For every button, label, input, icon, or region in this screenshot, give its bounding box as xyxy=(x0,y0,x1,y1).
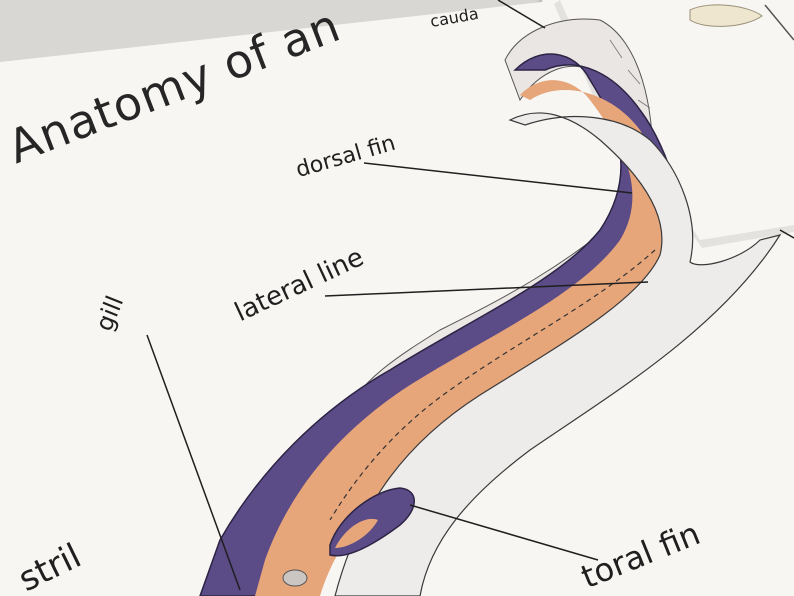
pectoral-fin-inner xyxy=(335,518,378,548)
back-sheet-drawing xyxy=(689,4,794,41)
eel-eye xyxy=(282,569,308,587)
leader-lines xyxy=(146,0,794,591)
eel-body-orange xyxy=(255,80,674,596)
eel-belly xyxy=(334,112,782,596)
